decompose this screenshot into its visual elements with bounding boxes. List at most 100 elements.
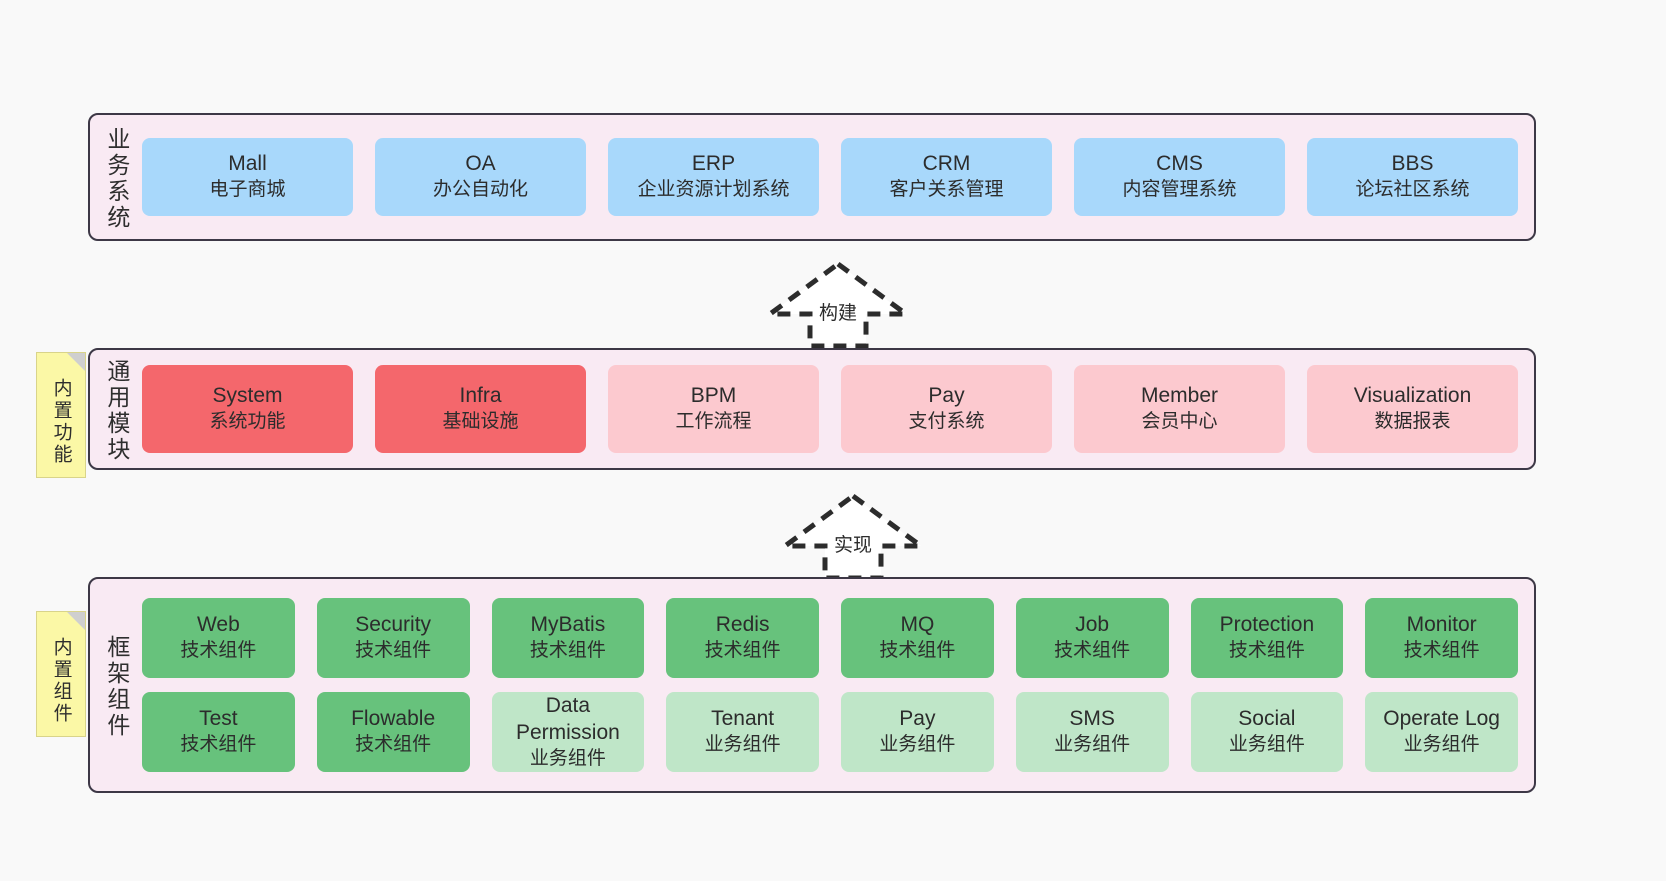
note-fold-corner-icon <box>67 612 85 630</box>
card-pay-component[interactable]: Pay 业务组件 <box>841 692 994 772</box>
card-subtitle: 业务组件 <box>879 734 956 756</box>
card-subtitle: 工作流程 <box>675 411 752 433</box>
card-row: Web 技术组件 Security 技术组件 MyBatis 技术组件 Redi… <box>142 598 1518 678</box>
card-flowable[interactable]: Flowable 技术组件 <box>316 692 470 772</box>
note-builtin-components-text: 内置组件 <box>50 637 72 725</box>
card-title: BPM <box>690 384 737 408</box>
card-mall[interactable]: Mall 电子商城 <box>142 138 353 216</box>
card-title: Social <box>1238 707 1296 731</box>
layer-title-business: 业务系统 <box>90 115 142 239</box>
layer-title-business-text: 业务系统 <box>103 127 130 231</box>
card-protection[interactable]: Protection 技术组件 <box>1190 598 1344 678</box>
card-subtitle: 会员中心 <box>1141 411 1218 433</box>
card-subtitle: 技术组件 <box>879 640 956 662</box>
card-title: Protection <box>1219 613 1315 637</box>
card-title: Operate Log <box>1383 707 1500 731</box>
note-builtin-functions-text: 内置功能 <box>50 378 72 466</box>
card-title: Web <box>196 613 240 637</box>
card-subtitle: 办公自动化 <box>432 179 528 201</box>
card-title: System <box>212 384 283 408</box>
card-subtitle: 业务组件 <box>1228 734 1305 756</box>
layer-title-modules-text: 通用模块 <box>103 359 130 463</box>
layer-title-frame: 框架组件 <box>90 579 142 791</box>
card-title: Pay <box>928 384 965 408</box>
card-test[interactable]: Test 技术组件 <box>142 692 295 772</box>
card-subtitle: 支付系统 <box>908 411 985 433</box>
card-title: Test <box>199 707 238 731</box>
card-subtitle: 电子商城 <box>209 179 286 201</box>
arrow-implement: 实现 <box>778 490 928 582</box>
card-subtitle: 业务组件 <box>1403 734 1480 756</box>
note-builtin-components: 内置组件 <box>36 611 86 737</box>
card-subtitle: 业务组件 <box>704 734 781 756</box>
card-title: Tenant <box>711 707 775 731</box>
card-web[interactable]: Web 技术组件 <box>142 598 295 678</box>
card-subtitle: 企业资源计划系统 <box>637 179 790 201</box>
card-title: MyBatis <box>530 613 606 637</box>
card-mybatis[interactable]: MyBatis 技术组件 <box>491 598 645 678</box>
card-subtitle: 技术组件 <box>1403 640 1480 662</box>
card-subtitle: 技术组件 <box>529 640 606 662</box>
card-title: Infra <box>459 384 502 408</box>
card-monitor[interactable]: Monitor 技术组件 <box>1365 598 1518 678</box>
card-subtitle: 技术组件 <box>1054 640 1131 662</box>
layer-body-modules: System 系统功能 Infra 基础设施 BPM 工作流程 Pay 支付系统… <box>142 350 1534 468</box>
card-erp[interactable]: ERP 企业资源计划系统 <box>608 138 819 216</box>
card-subtitle: 技术组件 <box>1228 640 1305 662</box>
note-builtin-functions: 内置功能 <box>36 352 86 478</box>
arrow-up-dashed-icon <box>778 492 928 581</box>
card-mq[interactable]: MQ 技术组件 <box>841 598 994 678</box>
card-bpm[interactable]: BPM 工作流程 <box>608 365 819 453</box>
card-operate-log[interactable]: Operate Log 业务组件 <box>1365 692 1518 772</box>
layer-business-system: 业务系统 Mall 电子商城 OA 办公自动化 ERP 企业资源计划系统 CRM <box>88 113 1536 241</box>
card-pay-module[interactable]: Pay 支付系统 <box>841 365 1052 453</box>
card-data-permission[interactable]: Data Permission 业务组件 <box>491 692 645 772</box>
card-title: Pay <box>899 707 936 731</box>
card-security[interactable]: Security 技术组件 <box>316 598 470 678</box>
card-title: CRM <box>922 152 971 176</box>
layer-body-frame: Web 技术组件 Security 技术组件 MyBatis 技术组件 Redi… <box>142 579 1534 791</box>
card-social[interactable]: Social 业务组件 <box>1190 692 1344 772</box>
card-subtitle: 论坛社区系统 <box>1355 179 1470 201</box>
card-subtitle: 技术组件 <box>180 734 257 756</box>
note-fold-corner-icon <box>67 353 85 371</box>
card-title: Member <box>1140 384 1219 408</box>
card-title: Data Permission <box>515 693 620 744</box>
card-oa[interactable]: OA 办公自动化 <box>375 138 586 216</box>
card-title: SMS <box>1069 707 1115 731</box>
card-subtitle: 业务组件 <box>1054 734 1131 756</box>
card-subtitle: 内容管理系统 <box>1122 179 1237 201</box>
card-title: Monitor <box>1406 613 1477 637</box>
card-crm[interactable]: CRM 客户关系管理 <box>841 138 1052 216</box>
card-title: Visualization <box>1353 384 1472 408</box>
card-job[interactable]: Job 技术组件 <box>1015 598 1169 678</box>
card-row: Mall 电子商城 OA 办公自动化 ERP 企业资源计划系统 CRM 客户关系… <box>142 138 1518 216</box>
card-title: MQ <box>900 613 935 637</box>
card-subtitle: 客户关系管理 <box>889 179 1004 201</box>
card-row: Test 技术组件 Flowable 技术组件 Data Permission … <box>142 692 1518 772</box>
layer-title-frame-text: 框架组件 <box>103 635 130 739</box>
card-system[interactable]: System 系统功能 <box>142 365 353 453</box>
card-member[interactable]: Member 会员中心 <box>1074 365 1285 453</box>
card-infra[interactable]: Infra 基础设施 <box>375 365 586 453</box>
card-title: OA <box>465 152 496 176</box>
card-title: Flowable <box>351 707 436 731</box>
card-bbs[interactable]: BBS 论坛社区系统 <box>1307 138 1518 216</box>
card-redis[interactable]: Redis 技术组件 <box>666 598 819 678</box>
card-subtitle: 技术组件 <box>704 640 781 662</box>
card-row: System 系统功能 Infra 基础设施 BPM 工作流程 Pay 支付系统… <box>142 365 1518 453</box>
card-visualization[interactable]: Visualization 数据报表 <box>1307 365 1518 453</box>
layer-common-modules: 通用模块 System 系统功能 Infra 基础设施 BPM 工作流程 Pay <box>88 348 1536 470</box>
card-title: CMS <box>1156 152 1203 176</box>
card-tenant[interactable]: Tenant 业务组件 <box>666 692 819 772</box>
card-title: Mall <box>228 152 267 176</box>
card-subtitle: 技术组件 <box>180 640 257 662</box>
card-title: Security <box>355 613 432 637</box>
card-cms[interactable]: CMS 内容管理系统 <box>1074 138 1285 216</box>
card-sms[interactable]: SMS 业务组件 <box>1015 692 1169 772</box>
card-subtitle: 系统功能 <box>209 411 286 433</box>
card-subtitle: 数据报表 <box>1374 411 1451 433</box>
card-title: BBS <box>1391 152 1434 176</box>
layer-body-business: Mall 电子商城 OA 办公自动化 ERP 企业资源计划系统 CRM 客户关系… <box>142 115 1534 239</box>
